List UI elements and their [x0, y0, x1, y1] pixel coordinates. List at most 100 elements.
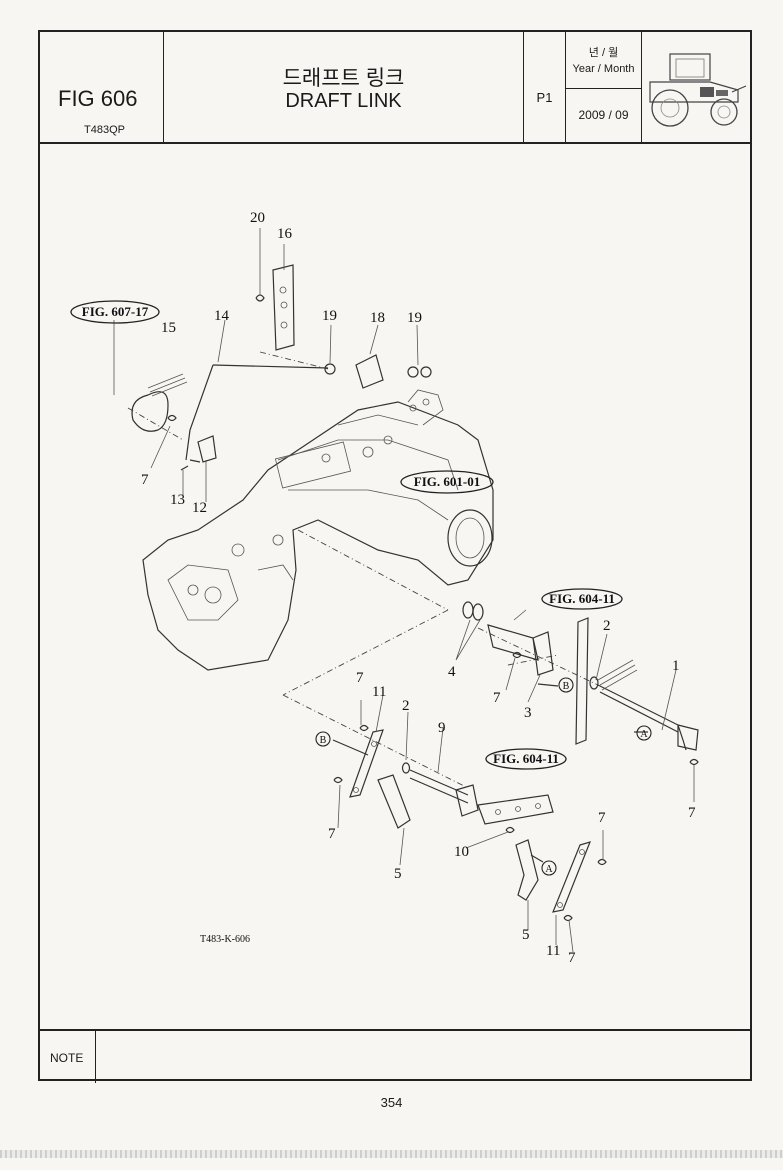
date: 2009 / 09: [578, 108, 629, 122]
figref-601-01: FIG. 601-01: [400, 470, 494, 494]
figref-604-11-lower: FIG. 604-11: [485, 748, 567, 770]
part-13-pin: [180, 465, 189, 471]
callout: 9: [438, 720, 446, 736]
part-11-link-left: [349, 729, 384, 798]
callout: 19: [322, 308, 337, 324]
part-fig604-plate: [477, 794, 554, 825]
callout: 11: [546, 943, 560, 959]
tractor-icon: [649, 53, 747, 127]
title-cell: 드래프트 링크 DRAFT LINK: [164, 32, 524, 142]
fig-number: FIG 606: [58, 86, 138, 111]
callout: 20: [250, 210, 265, 226]
part-4-rings: [462, 601, 484, 621]
part-9-shaft: [409, 769, 479, 817]
part-16-plate: [272, 264, 295, 351]
marker-b-lower: B: [315, 731, 331, 747]
callout: 3: [524, 705, 532, 721]
callout: 5: [394, 866, 402, 882]
part-7-clip: [359, 724, 369, 732]
page-number: 354: [380, 1095, 403, 1110]
callout: 2: [603, 618, 611, 634]
callout: 10: [454, 844, 469, 860]
part-15-spring: [147, 373, 188, 397]
note-label-cell: NOTE: [40, 1031, 96, 1083]
marker-a-upper: A: [636, 725, 652, 741]
part-10-clip: [505, 826, 515, 834]
callout: 14: [214, 308, 230, 324]
part-7-clip: [563, 914, 573, 922]
part-19-nuts: [324, 363, 432, 378]
year-month-heading: 년 / 월 Year / Month: [566, 32, 641, 89]
part-7-clip: [333, 776, 343, 784]
header: FIG 606 T483QP 드래프트 링크 DRAFT LINK P1 년 /…: [40, 32, 750, 144]
callout: 12: [192, 500, 207, 516]
figref-607-17: FIG. 607-17: [70, 300, 160, 324]
callout: 7: [328, 826, 336, 842]
svg-text:FIG. 604-11: FIG. 604-11: [549, 591, 615, 606]
exploded-parts-diagram: FIG. 607-17 FIG. 601-01 FIG. 604-11 FIG.…: [70, 210, 699, 966]
arrow-a-lower: [530, 854, 544, 863]
fig-cell: FIG 606 T483QP: [40, 32, 164, 142]
callout: 7: [493, 690, 501, 706]
scan-artifact: [0, 1150, 783, 1158]
transmission-housing: [142, 389, 494, 671]
part-2-washer: [589, 676, 599, 690]
figref-604-11-upper: FIG. 604-11: [541, 588, 623, 610]
callout: 18: [370, 310, 385, 326]
arrow-b-lower: [332, 739, 369, 756]
part-2-washer: [401, 762, 411, 774]
part-18-bracket: [355, 354, 384, 389]
part-20-clip: [255, 294, 265, 302]
svg-text:A: A: [545, 864, 553, 875]
drawing-code: T483-K-606: [200, 934, 250, 945]
part-7-clip: [689, 758, 699, 766]
svg-text:B: B: [320, 735, 327, 746]
callout: 4: [448, 664, 456, 680]
page-label-cell: P1: [524, 32, 566, 142]
page-label: P1: [536, 90, 553, 105]
callout: 13: [170, 492, 185, 508]
part-fig604-lever: [575, 617, 589, 745]
part-12-bracket: [197, 435, 217, 463]
part-1-rod: [597, 684, 699, 751]
part-14-rod: [185, 364, 329, 463]
callout: 7: [568, 950, 576, 966]
note-label: NOTE: [50, 1051, 84, 1065]
year-month-english: Year / Month: [572, 63, 635, 75]
callout: 16: [277, 226, 293, 242]
tractor-thumbnail: [642, 32, 752, 142]
model-code: T483QP: [84, 124, 125, 136]
svg-text:A: A: [640, 729, 648, 740]
title-english: DRAFT LINK: [285, 90, 402, 112]
part-5-lever-right: [515, 839, 539, 901]
callout: 19: [407, 310, 422, 326]
part-5-lever-left: [377, 774, 411, 829]
marker-b-upper: B: [558, 677, 574, 693]
callout: 7: [688, 805, 696, 821]
arrow-b-upper: [537, 683, 559, 687]
part-7-clip: [512, 651, 522, 659]
callout: 5: [522, 927, 530, 943]
callout: 7: [141, 472, 149, 488]
svg-text:B: B: [563, 681, 570, 692]
year-month-korean: 년 / 월: [588, 47, 619, 59]
callout: 15: [161, 320, 176, 336]
part-spring-plate: [131, 391, 169, 432]
note-row: NOTE: [40, 1029, 750, 1083]
part-2-spring: [597, 659, 638, 691]
part-7-clip: [597, 858, 607, 866]
svg-text:FIG. 607-17: FIG. 607-17: [82, 304, 149, 319]
svg-text:FIG. 604-11: FIG. 604-11: [493, 751, 559, 766]
callout: 2: [402, 698, 410, 714]
part-7-clip: [167, 414, 177, 422]
title-korean: 드래프트 링크: [282, 67, 405, 90]
year-month-cell: 년 / 월 Year / Month 2009 / 09: [566, 32, 642, 142]
part-3-shaft: [487, 624, 554, 676]
page-frame: FIG 606 T483QP 드래프트 링크 DRAFT LINK P1 년 /…: [38, 30, 752, 1083]
callout: 1: [672, 658, 680, 674]
part-11-link-right: [552, 841, 592, 913]
callout: 7: [356, 670, 364, 686]
svg-text:FIG. 601-01: FIG. 601-01: [414, 474, 480, 489]
callout: 7: [598, 810, 606, 826]
callout: 11: [372, 684, 386, 700]
